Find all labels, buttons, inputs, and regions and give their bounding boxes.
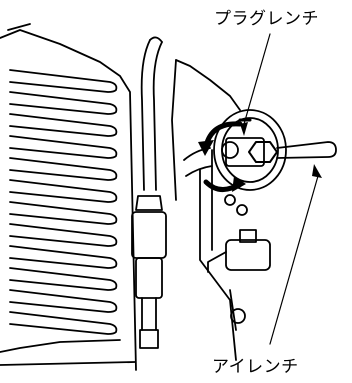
plug-wrench xyxy=(222,138,336,166)
cooling-fins xyxy=(10,70,116,334)
leader-lines xyxy=(240,34,322,344)
connector xyxy=(208,230,270,330)
cylinder-head xyxy=(172,60,286,360)
fuel-hose xyxy=(132,37,166,348)
eye-wrench-label: アイレンチ xyxy=(212,352,299,377)
plug-wrench-label: プラグレンチ xyxy=(214,4,319,29)
